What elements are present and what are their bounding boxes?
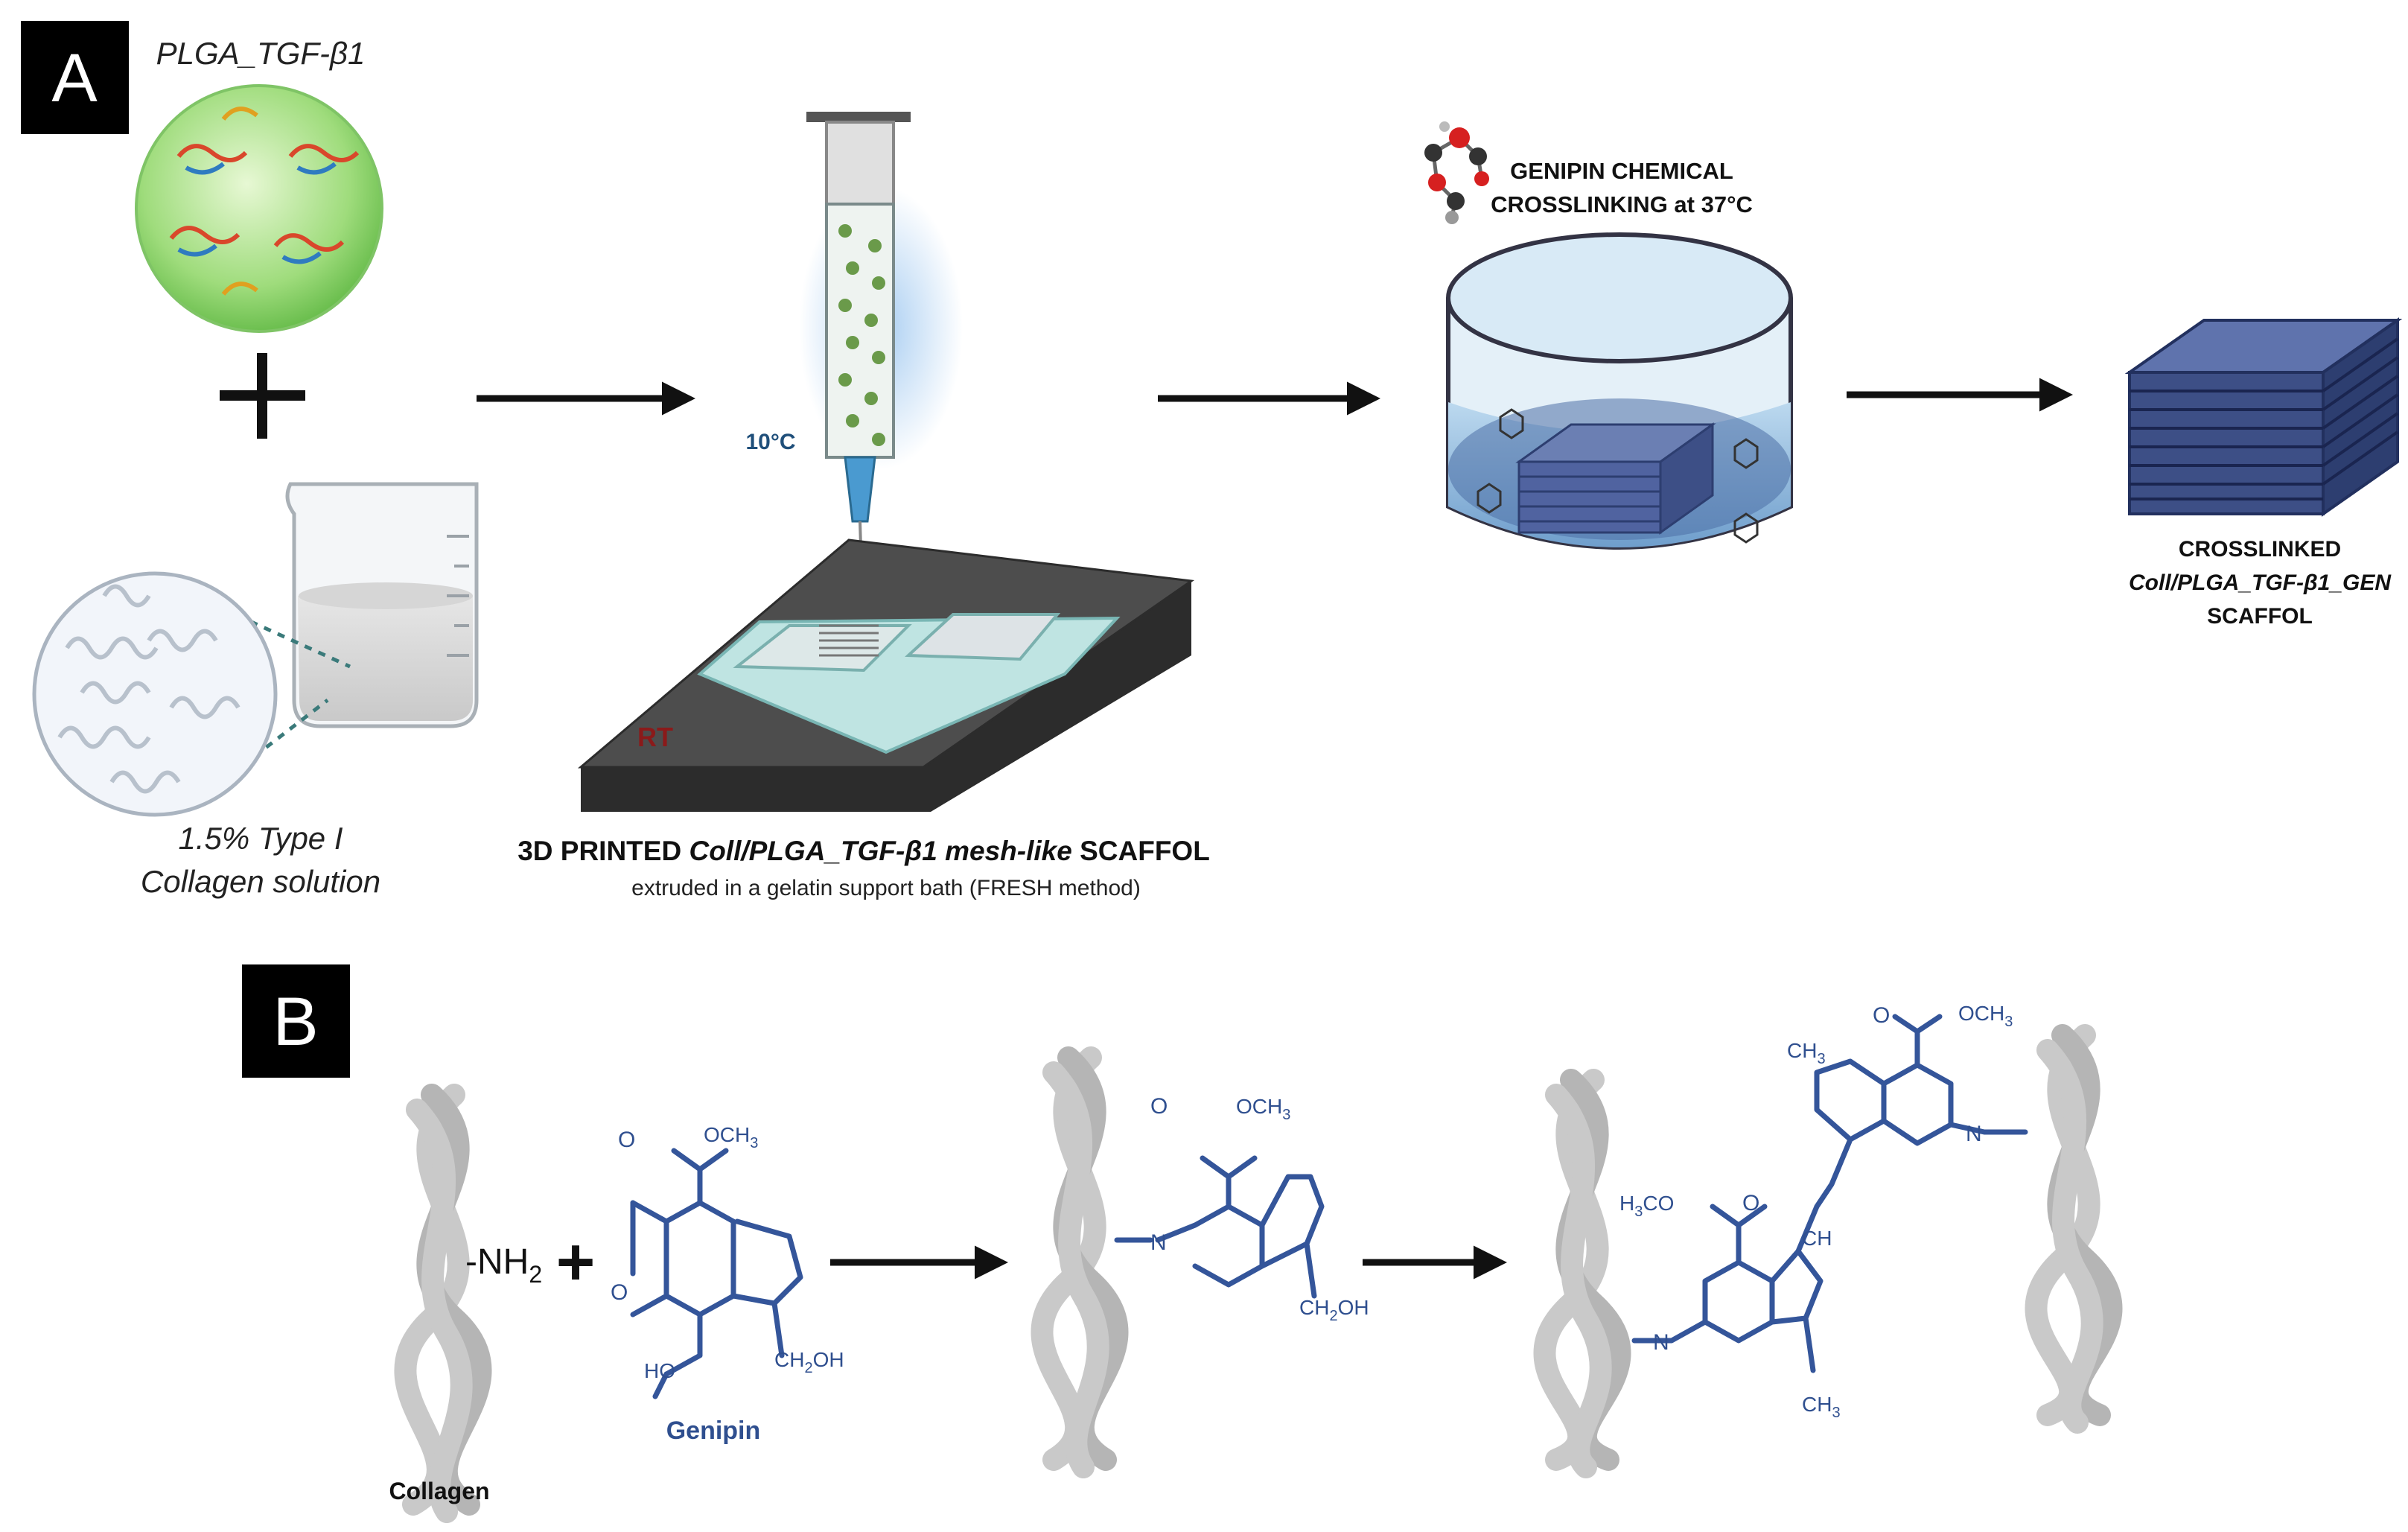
collagen-solution-line2: Collagen solution [141,864,380,899]
collagen-helix-4 [2025,1024,2123,1434]
collagen-helix-3 [1533,1069,1631,1478]
collagen-label: Collagen [389,1478,489,1504]
collagen-helix-2 [1031,1046,1129,1478]
plga-label: PLGA_TGF-β1 [156,36,366,71]
genipin-crosslinking-line2: CROSSLINKING at 37°C [1491,191,1753,217]
intermediate-ch2oh-ch: CH [1299,1296,1329,1319]
genipin-ho: HO [644,1359,675,1382]
intermediate-och3-text: OCH [1236,1095,1282,1118]
dimer-h3co-co: CO [1643,1192,1674,1215]
genipin-label: Genipin [666,1417,761,1445]
scaffold-in-dish [1515,422,1716,535]
panel-a: A PLGA_TGF-β1 [21,21,2403,900]
dimer-h3co-sub: 3 [1634,1204,1643,1220]
final-scaffold-line1: CROSSLINKED [2179,537,2341,562]
final-scaffold-line3: SCAFFOL [2207,604,2313,629]
genipin-och3-sub: 3 [750,1135,758,1151]
genipin-och3-text: OCH [704,1123,750,1146]
dimer-ch3-bottom-text: CH [1802,1393,1832,1416]
panel-b-label: B [273,984,318,1060]
printing-platform [577,538,1195,812]
collagen-magnifier [32,571,351,817]
intermediate-ch2oh-sub: 2 [1329,1308,1337,1324]
genipin-ch2oh: CH2OH [774,1348,844,1376]
genipin-och3: OCH3 [704,1123,758,1151]
petri-dish [1446,232,1793,550]
syringe-icon [799,112,963,597]
intermediate-ch2oh-oh: OH [1338,1296,1369,1319]
genipin-molecule-icon [1424,121,1489,224]
rt-label: RT [637,722,673,752]
panel-b: B -NH2 + Collagen O OCH3 O HO CH2OH Geni… [242,964,2123,1523]
plus-icon [220,353,305,439]
dimer-och3-top: OCH3 [1958,1002,2013,1030]
dimer-o-top: O [1873,1003,1890,1028]
crosslinked-dimer-structure [1631,1014,2028,1373]
nh2-text: -NH [465,1242,529,1282]
dimer-n-right: N [1966,1122,1982,1146]
genipin-ch2oh-oh: OH [813,1348,844,1371]
temp-label: 10°C [745,430,795,454]
intermediate-och3: OCH3 [1236,1095,1290,1123]
panel-b-label-box [242,964,350,1078]
genipin-ch2oh-sub: 2 [804,1360,812,1376]
genipin-ring-o: O [611,1280,628,1305]
panel-a-label: A [51,40,98,116]
intermediate-ch2oh: CH2OH [1299,1296,1369,1324]
dimer-ch3-bottom: CH3 [1802,1393,1841,1421]
plga-microsphere [135,84,383,333]
dimer-och3-top-sub: 3 [2004,1014,2013,1030]
intermediate-n: N [1150,1230,1167,1255]
panel-a-label-box [21,21,129,134]
dimer-ch3-top: CH3 [1787,1039,1826,1067]
dimer-h3co-h: H [1619,1192,1634,1215]
intermediate-och3-sub: 3 [1282,1107,1290,1123]
printed-title-part2: Coll/PLGA_TGF-β1 mesh-like [689,836,1071,866]
dimer-ch3-top-text: CH [1787,1039,1817,1062]
intermediate-structure [1114,1155,1325,1299]
final-scaffold-line2: Coll/PLGA_TGF-β1_GEN [2129,570,2392,595]
genipin-o1: O [618,1128,635,1152]
dimer-och3-top-text: OCH [1958,1002,2004,1025]
genipin-structure [630,1148,803,1399]
intermediate-o: O [1150,1094,1168,1119]
plus-b: + [556,1225,596,1300]
collagen-solution-line1: 1.5% Type I [179,821,343,856]
dimer-h3co: H3CO [1619,1192,1674,1220]
printed-title-part1: 3D PRINTED [517,836,689,866]
beaker-icon [285,482,479,728]
collagen-helix-1 [394,1084,492,1523]
tgf-protein-icons [169,107,360,296]
nh2-sub: 2 [529,1261,542,1288]
nh2-label: -NH2 [465,1242,542,1288]
genipin-ch2oh-ch: CH [774,1348,804,1371]
genipin-crosslinking-line1: GENIPIN CHEMICAL [1510,158,1733,184]
dimer-n-left: N [1653,1330,1669,1355]
dimer-ch3-top-sub: 3 [1817,1051,1825,1067]
printed-scaffold-subtitle: extruded in a gelatin support bath (FRES… [631,876,1141,900]
crosslinked-scaffold-icon [2124,317,2403,517]
printed-scaffold-title: 3D PRINTED Coll/PLGA_TGF-β1 mesh-like SC… [517,836,1210,866]
dimer-ch-bridge: CH [1802,1227,1832,1250]
dimer-ch3-bottom-sub: 3 [1832,1405,1840,1421]
printed-title-part3: SCAFFOL [1072,836,1210,866]
dimer-o-left: O [1742,1191,1759,1215]
